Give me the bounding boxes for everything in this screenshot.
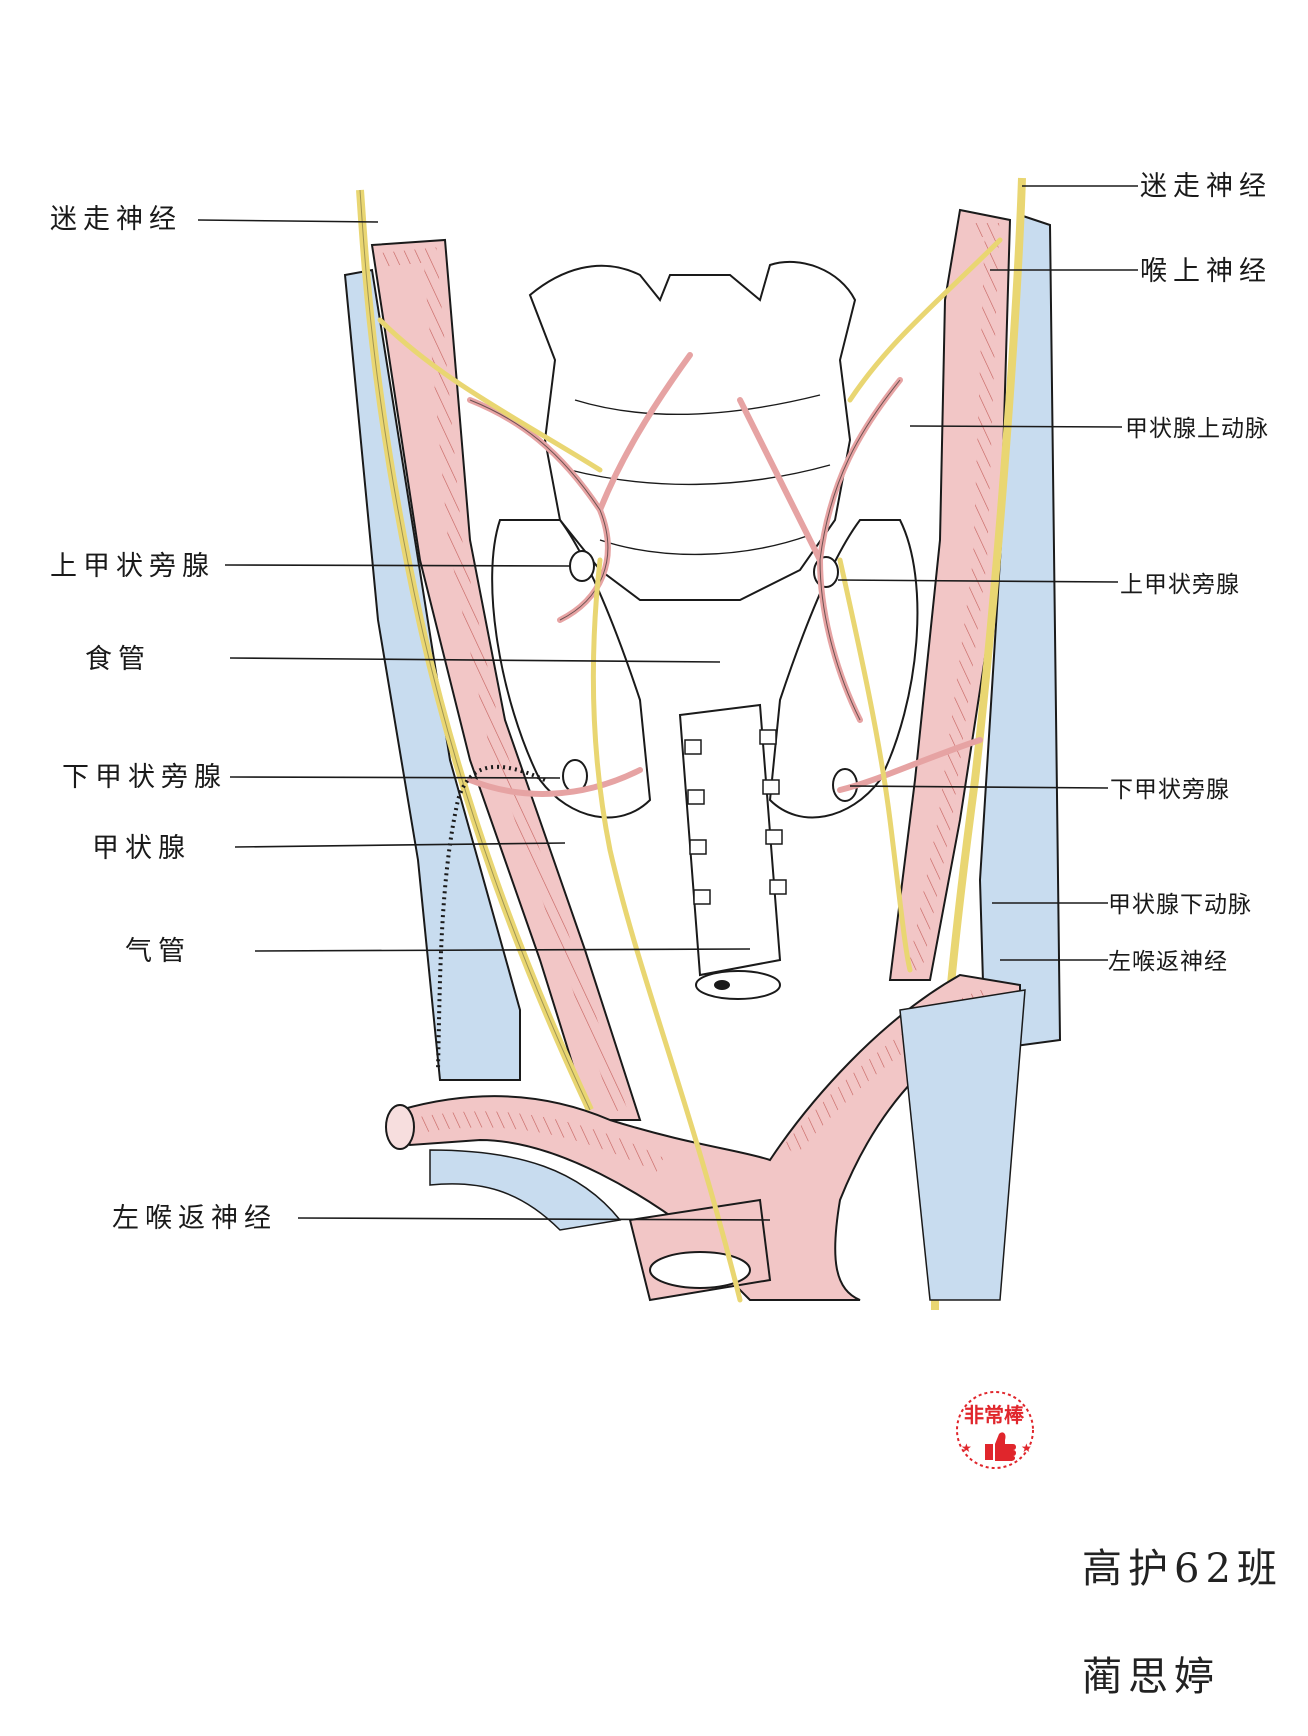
- leader-lines: [197, 185, 1138, 1221]
- signature-class: 高护62班: [1082, 1546, 1283, 1592]
- tracheal-rings: [684, 729, 787, 905]
- cut-artery-end: [385, 1104, 415, 1150]
- lower-vein-right: [899, 989, 1026, 1301]
- left-labels: 迷走神经 上甲状旁腺 食管 下甲状旁腺 甲状腺 气管 左喉返神经: [50, 204, 277, 1234]
- label-right-sup-parathyroid: 上甲状旁腺: [1120, 572, 1240, 598]
- praise-stamp: 非常棒 ★ ★: [956, 1391, 1034, 1469]
- star-icon: ★: [961, 1441, 972, 1455]
- star-icon: ★: [1021, 1441, 1032, 1455]
- label-trachea: 气管: [125, 936, 191, 967]
- left-sup-parathyroid: [569, 550, 595, 582]
- left-carotid-artery: [370, 238, 642, 1121]
- signature-author: 蔺思婷: [1082, 1654, 1220, 1700]
- laryngeal-nerves: [377, 237, 1003, 1303]
- thumbs-up-icon: [985, 1432, 1016, 1461]
- label-sup-laryngeal: 喉上神经: [1140, 256, 1272, 287]
- label-left-vagus: 迷走神经: [50, 204, 182, 235]
- label-esophagus: 食管: [85, 644, 151, 675]
- label-right-inf-parathyroid: 下甲状旁腺: [1110, 777, 1230, 803]
- cut-vessel-lumen: [649, 1251, 751, 1289]
- label-right-vagus: 迷走神经: [1140, 171, 1272, 202]
- left-vagus-nerve: [356, 189, 594, 1112]
- label-left-recurrent: 左喉返神经: [112, 1203, 277, 1234]
- stamp-text: 非常棒: [964, 1403, 1025, 1427]
- label-thyroid: 甲状腺: [92, 833, 191, 864]
- trachea-cut-end: [695, 970, 781, 1000]
- right-labels: 迷走神经 喉上神经 甲状腺上动脉 上甲状旁腺 下甲状旁腺 甲状腺下动脉 左喉返神…: [1108, 171, 1272, 975]
- thyroid-cartilage: [528, 260, 857, 601]
- label-sup-thyroid-artery: 甲状腺上动脉: [1125, 416, 1269, 442]
- signature-block: 高护62班 蔺思婷: [1082, 1546, 1283, 1700]
- label-right-recurrent: 左喉返神经: [1108, 949, 1228, 975]
- left-recurrent-nerve-hatched: [436, 764, 546, 1071]
- label-left-inf-parathyroid: 下甲状旁腺: [62, 762, 227, 793]
- trachea: [678, 703, 782, 977]
- label-inf-thyroid-artery: 甲状腺下动脉: [1108, 892, 1252, 918]
- label-left-sup-parathyroid: 上甲状旁腺: [50, 551, 215, 582]
